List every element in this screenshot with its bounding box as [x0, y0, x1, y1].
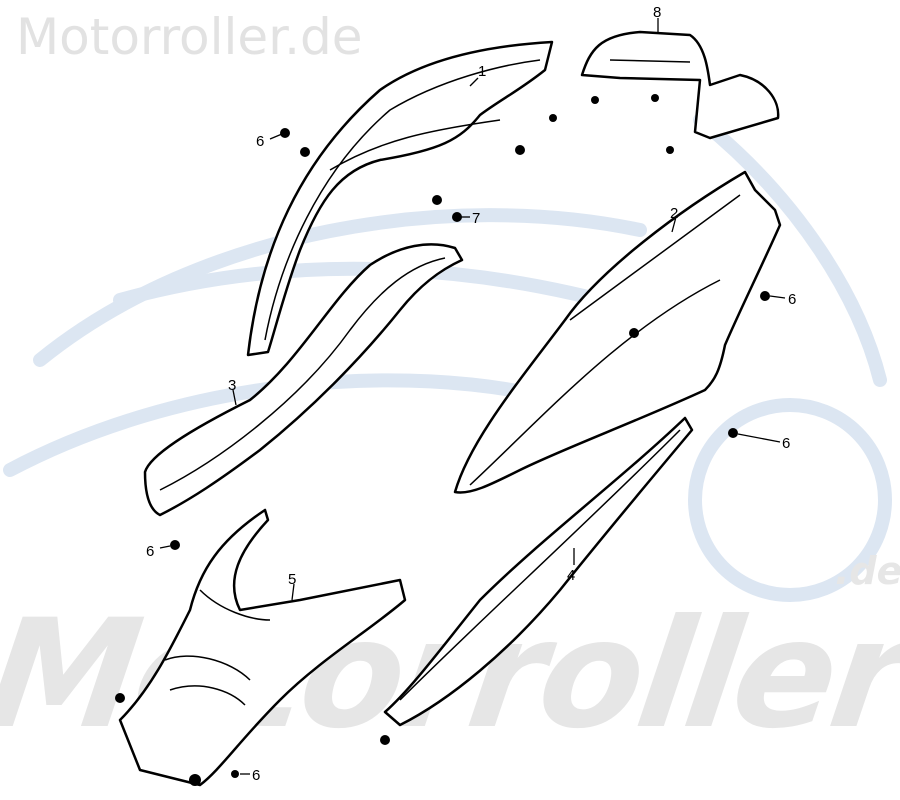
screws: [115, 94, 770, 786]
part-3-floor-rail: [143, 243, 464, 517]
label-part-6-right: 6: [788, 291, 796, 308]
part-5-front-lower: [118, 508, 407, 787]
label-part-6-top: 6: [256, 133, 264, 150]
part-1-upper-cover: [246, 40, 554, 357]
part-8-rear-cover: [580, 30, 780, 140]
part-4-lower-strip: [383, 416, 694, 727]
label-part-6-left: 6: [146, 543, 154, 560]
label-part-6-bottom: 6: [252, 767, 260, 784]
label-part-5: 5: [288, 571, 296, 588]
label-part-8: 8: [653, 4, 661, 21]
label-part-4: 4: [567, 567, 575, 584]
label-part-7: 7: [472, 210, 480, 227]
part-2-side-panel: [453, 170, 782, 494]
watermark-suffix: .de: [835, 549, 900, 593]
label-part-2: 2: [670, 205, 678, 222]
watermark-top: Motorroller.de: [16, 8, 363, 66]
leader-lines: [159, 18, 786, 775]
label-part-3: 3: [228, 377, 236, 394]
label-part-6-mid-right: 6: [782, 435, 790, 452]
label-part-1: 1: [478, 63, 486, 80]
